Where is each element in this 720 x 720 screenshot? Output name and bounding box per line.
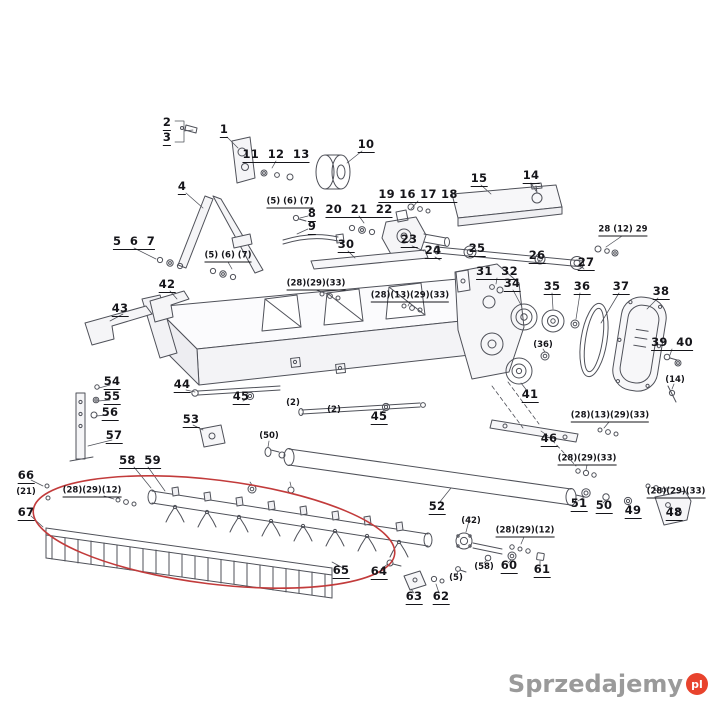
side-drive [505, 296, 682, 403]
flail-rotor [44, 483, 433, 558]
dashed-lines [491, 381, 577, 467]
watermark-text: Sprzedajemy [507, 670, 683, 698]
skid-plates [84, 290, 190, 346]
gearbox-and-driveline [348, 182, 619, 270]
hitch-frame [156, 124, 351, 281]
belt-guard [612, 296, 667, 392]
link-rods [191, 385, 426, 416]
roller-support-bar [489, 419, 619, 478]
watermark: Sprzedajemy pl [508, 670, 708, 698]
bottom-hardware [386, 532, 545, 591]
parking-stand [69, 384, 295, 494]
highlight-ellipse [32, 475, 396, 589]
rubber-skirt [45, 527, 333, 599]
watermark-badge-text: pl [691, 677, 703, 691]
rear-roller [278, 448, 692, 526]
watermark-pl-badge: pl [686, 673, 708, 695]
main-housing [141, 249, 525, 386]
flail-blades [165, 507, 409, 558]
